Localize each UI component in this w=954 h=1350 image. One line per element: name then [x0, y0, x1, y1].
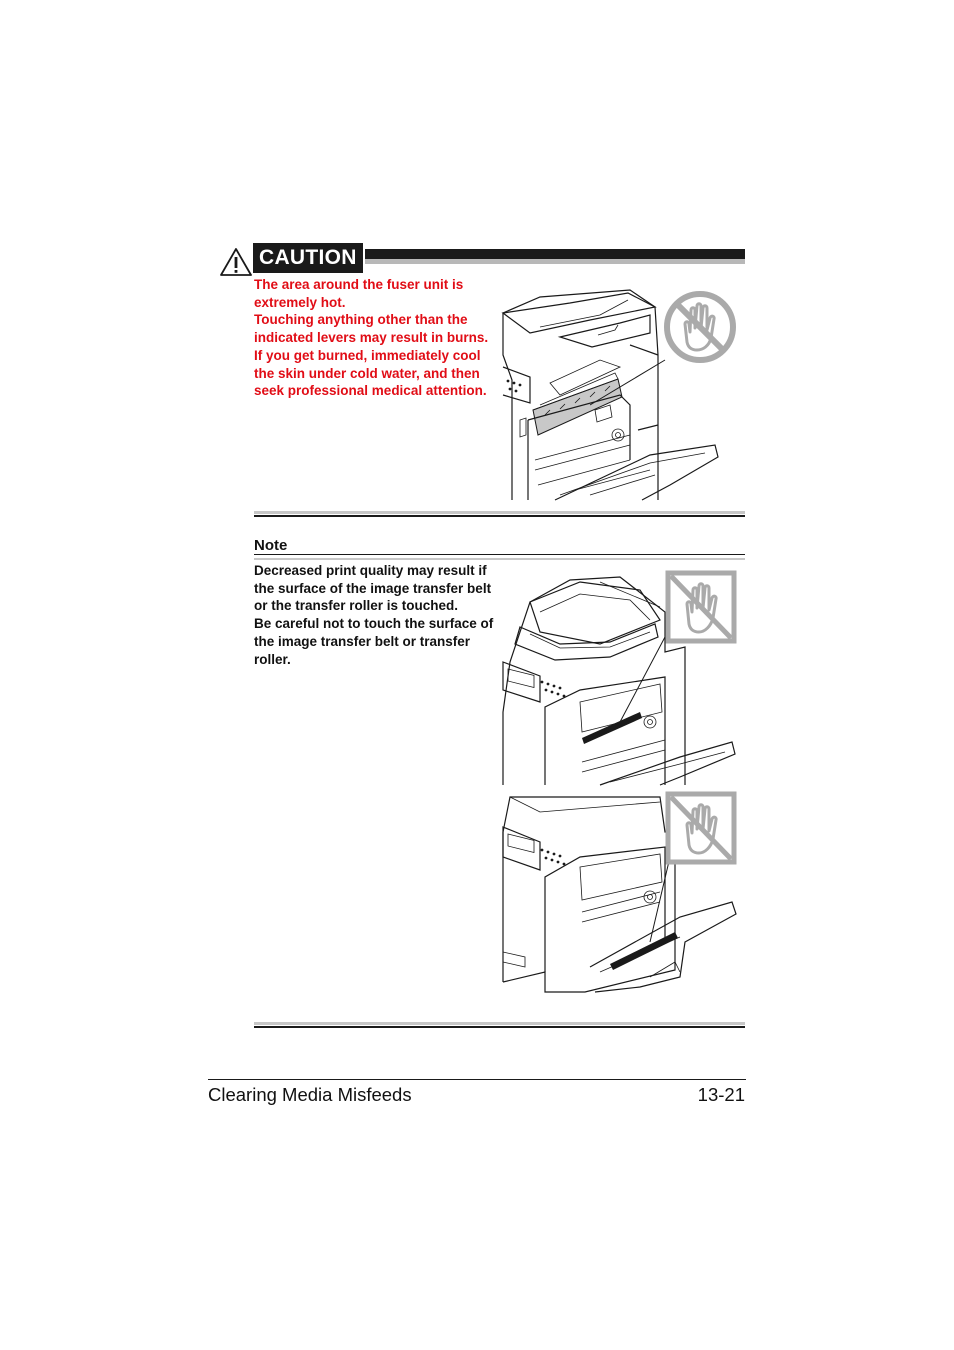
- caution-header-bar: [365, 249, 745, 259]
- caution-label: CAUTION: [253, 243, 363, 273]
- caution-paragraph: The area around the fuser unit is extrem…: [254, 277, 464, 310]
- caution-text: The area around the fuser unit is extrem…: [254, 276, 492, 400]
- note-end-rule-gray: [254, 1022, 745, 1025]
- printer-transfer-belt-illustration: [502, 576, 736, 786]
- note-title-rule-gray: [254, 558, 745, 560]
- note-title: Note: [254, 537, 288, 554]
- note-title-rule: [254, 554, 745, 555]
- footer-rule: [208, 1079, 746, 1080]
- note-text: Decreased print quality may result if th…: [254, 562, 494, 668]
- footer-section-title: Clearing Media Misfeeds: [208, 1084, 412, 1105]
- note-end-rule: [254, 1026, 745, 1028]
- no-touch-hand-icon: [664, 291, 736, 363]
- caution-end-rule: [254, 515, 745, 517]
- no-touch-hand-icon: [665, 570, 737, 644]
- note-paragraph: Be careful not to touch the surface of t…: [254, 616, 494, 667]
- warning-triangle-icon: [220, 248, 252, 276]
- no-touch-hand-icon: [665, 791, 737, 865]
- printer-fuser-illustration: [501, 289, 719, 501]
- note-paragraph: Decreased print quality may result if th…: [254, 563, 492, 614]
- caution-paragraph: Touching anything other than the indicat…: [254, 312, 489, 399]
- page-number: 13-21: [697, 1084, 745, 1105]
- caution-end-rule-gray: [254, 511, 745, 514]
- caution-header-shadow: [365, 259, 745, 264]
